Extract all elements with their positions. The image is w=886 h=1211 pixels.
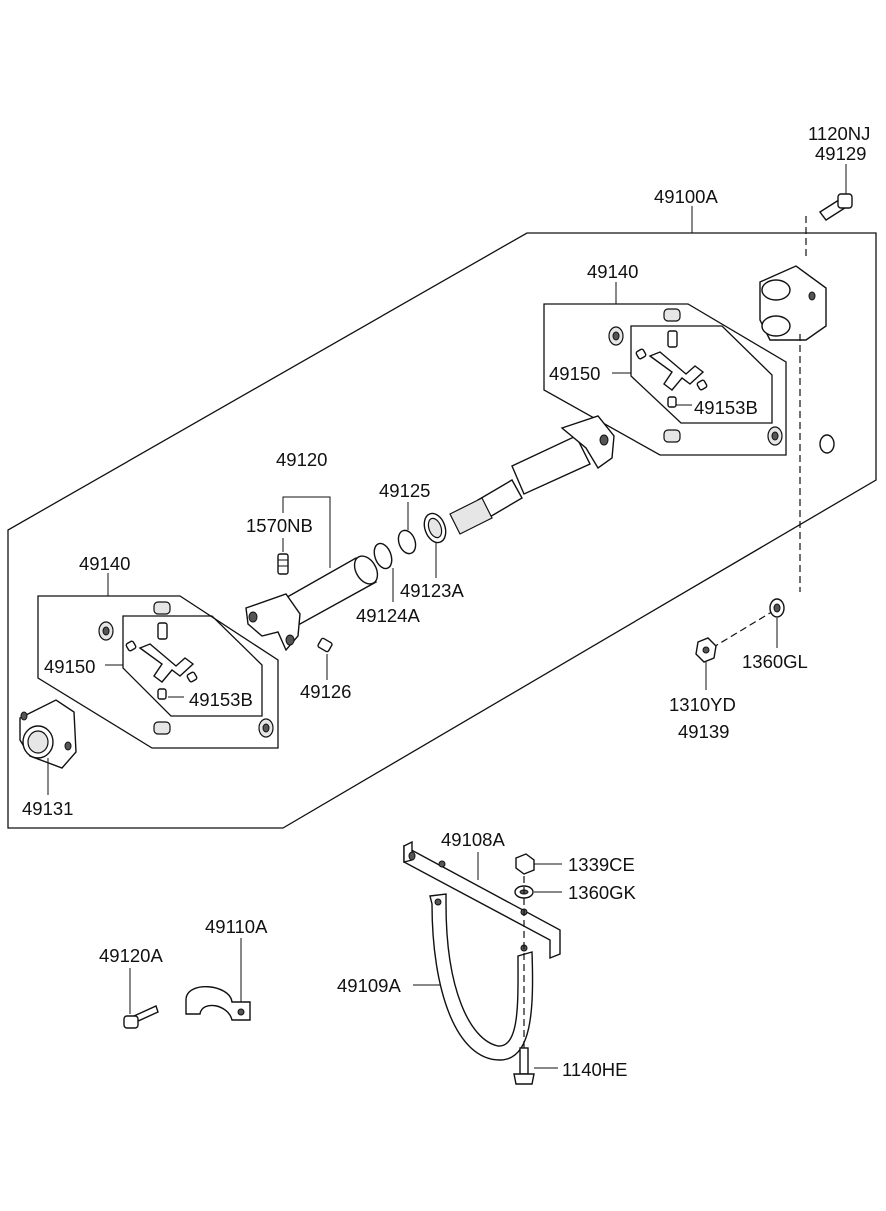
washer-right — [819, 434, 835, 454]
label-49108A: 49108A — [441, 829, 505, 850]
nut-path — [711, 609, 776, 649]
label-1360GK: 1360GK — [568, 882, 637, 903]
label-49109A: 49109A — [337, 975, 401, 996]
label-49123A: 49123A — [400, 580, 464, 601]
bracket-49108A — [403, 840, 561, 960]
driveshaft-tube — [245, 415, 615, 652]
assembly-outline-49100A — [7, 232, 877, 829]
label-49150-left: 49150 — [44, 656, 95, 677]
ujoint-kit-box-top — [543, 303, 787, 456]
label-49120A: 49120A — [99, 945, 163, 966]
bolt-1140HE — [513, 1047, 535, 1085]
label-49153B-top: 49153B — [694, 397, 758, 418]
label-49124A: 49124A — [356, 605, 420, 626]
label-49140-left: 49140 — [79, 553, 130, 574]
label-49153B-left: 49153B — [189, 689, 253, 710]
bolt-49120A — [123, 1005, 159, 1029]
label-1339CE: 1339CE — [568, 854, 635, 875]
spider-box-top — [630, 325, 773, 424]
label-49129: 49129 — [815, 143, 866, 164]
flange-yoke-top — [759, 265, 827, 341]
grease-fitting-1570NB — [277, 553, 289, 575]
clamp-49110A — [185, 986, 251, 1021]
label-49126: 49126 — [300, 681, 351, 702]
fitting-49126 — [317, 637, 333, 653]
label-49100A: 49100A — [654, 186, 718, 207]
spider-box-left — [122, 615, 263, 717]
ujoint-kit-box-left — [37, 595, 279, 749]
nut-1310YD — [695, 637, 717, 663]
label-49110A: 49110A — [205, 916, 268, 937]
strap-49109A — [429, 893, 534, 1061]
label-1310YD: 1310YD — [669, 694, 736, 715]
label-1570NB: 1570NB — [246, 515, 313, 536]
flange-yoke-49131 — [19, 699, 77, 769]
leader-49120 — [282, 496, 331, 568]
label-1360GL: 1360GL — [742, 651, 808, 672]
label-49120: 49120 — [276, 449, 327, 470]
label-1120NJ: 1120NJ — [808, 123, 870, 144]
ujoint-kit-left-parts — [98, 601, 274, 738]
bolt-1120NJ — [818, 193, 853, 221]
label-49150-top: 49150 — [549, 363, 600, 384]
seal-rings — [373, 512, 447, 570]
label-1140HE: 1140HE — [562, 1059, 627, 1080]
label-49139: 49139 — [678, 721, 729, 742]
label-49131: 49131 — [22, 798, 73, 819]
label-49140-top: 49140 — [587, 261, 638, 282]
ujoint-kit-top-parts — [608, 308, 783, 446]
nut-1339CE — [515, 853, 535, 875]
label-49125: 49125 — [379, 480, 430, 501]
washer-1360GL — [769, 598, 785, 618]
